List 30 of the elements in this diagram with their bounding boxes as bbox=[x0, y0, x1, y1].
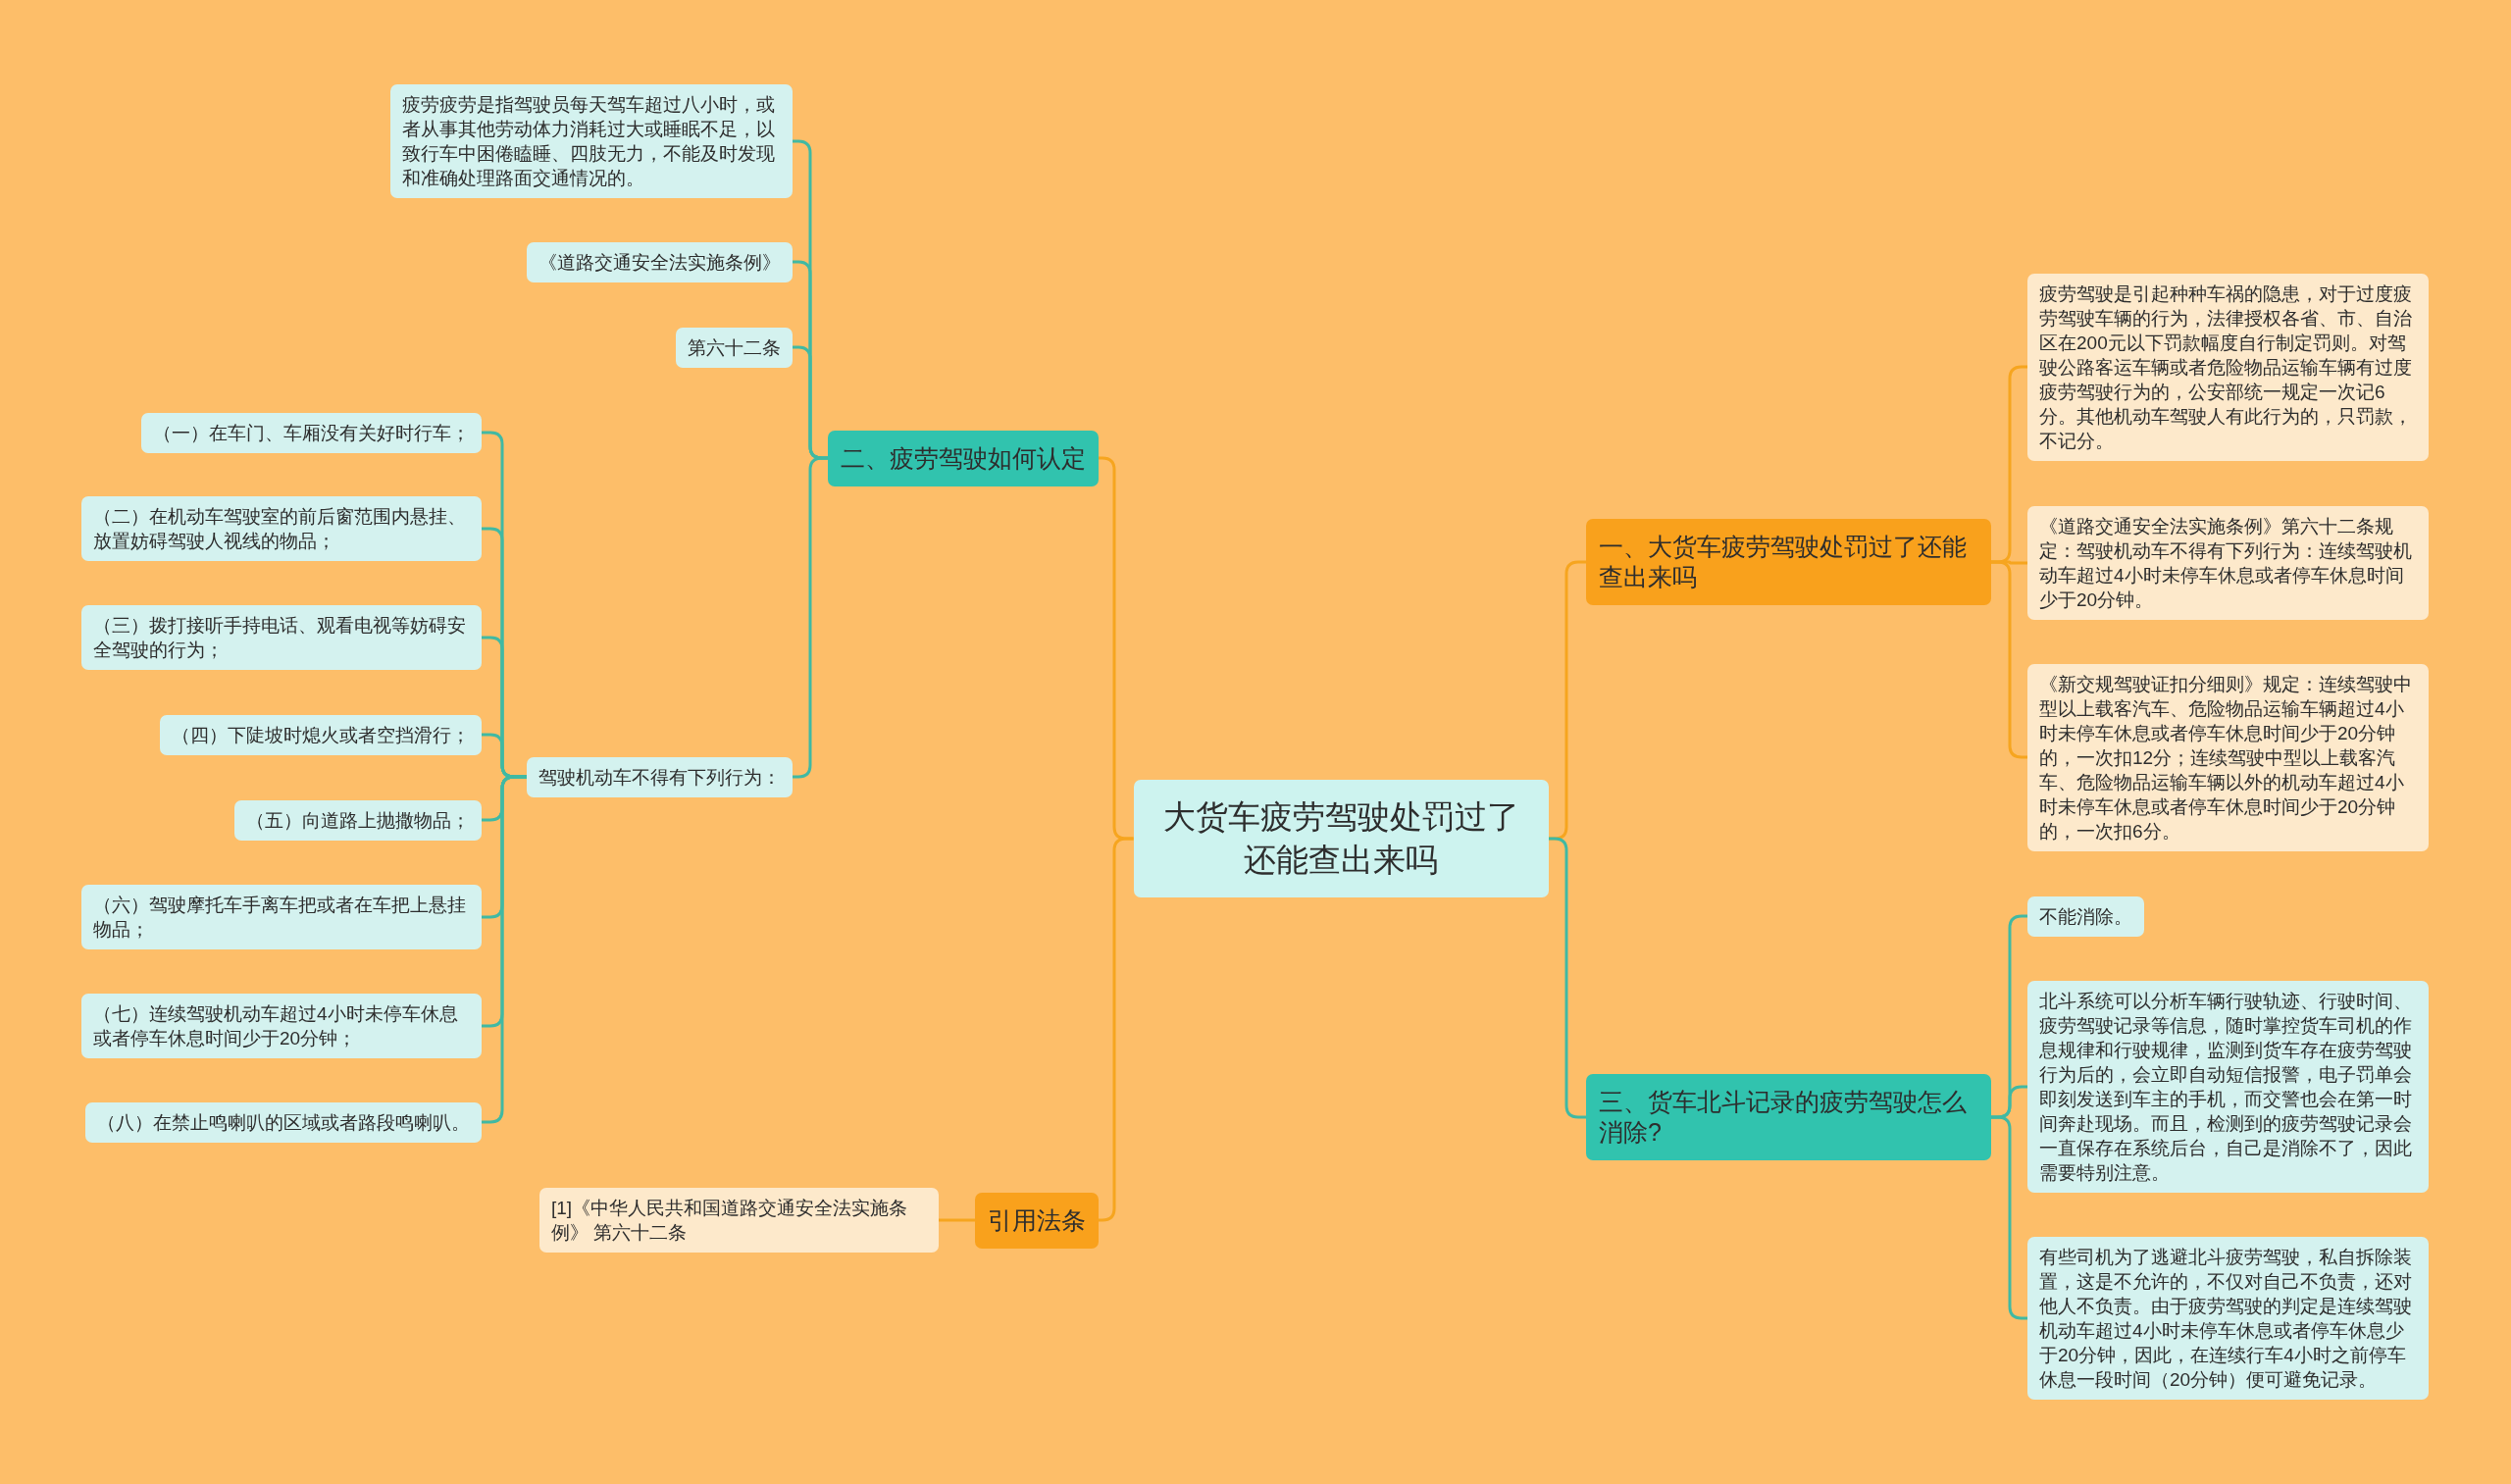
text-card: （六）驾驶摩托车手离车把或者在车把上悬挂物品； bbox=[81, 885, 482, 949]
branch-topic-box: 三、货车北斗记录的疲劳驾驶怎么消除? bbox=[1586, 1074, 1991, 1160]
text-card: 疲劳驾驶是引起种种车祸的隐患，对于过度疲劳驾驶车辆的行为，法律授权各省、市、自治区在200元以下罚款幅度自行制定罚则。对驾驶公路客运车辆或者危险物品运输车辆有过度疲劳驾驶行为的，公安部统一规定一次记6分。其他机动车驾驶人有此行为的，只罚款，不记分。 bbox=[2027, 273, 2429, 461]
text-card: （八）在禁止鸣喇叭的区域或者路段鸣喇叭。 bbox=[85, 1101, 482, 1143]
connector-line bbox=[793, 456, 828, 779]
text-card: 疲劳疲劳是指驾驶员每天驾车超过八小时，或者从事其他劳动体力消耗过大或睡眠不足，以致行车中困倦瞌睡、四肢无力，不能及时发现和准确处理路面交通情况的。 bbox=[390, 84, 793, 198]
text-card: 《道路交通安全法实施条例》 bbox=[527, 241, 793, 282]
connector-line bbox=[1991, 560, 2027, 759]
connector-line bbox=[939, 1218, 975, 1222]
text-card: 北斗系统可以分析车辆行驶轨迹、行驶时间、疲劳驾驶记录等信息，随时掌控货车司机的作息规律和行驶规律，监测到货车存在疲劳驾驶行为后的，会立即自动短信报警，电子罚单会即刻发送到车主的手机，而交警也会在第一时间奔赴现场。而且，检测到的疲劳驾驶记录会一直保存在系统后台，自己是消除不了，因此需要特别注意。 bbox=[2027, 981, 2429, 1193]
text-card: 有些司机为了逃避北斗疲劳驾驶，私自拆除装置，这是不允许的，不仅对自己不负责，还对他人不负责。由于疲劳驾驶的判定是连续驾驶机动车超过4小时未停车休息或者停车休息少于20分钟，因此，在连续行车4小时之前停车休息一段时间（20分钟）便可避免记录。 bbox=[2027, 1237, 2429, 1400]
branch-topic-box: 二、疲劳驾驶如何认定 bbox=[828, 430, 1099, 486]
text-card: （四）下陡坡时熄火或者空挡滑行； bbox=[160, 714, 482, 755]
text-card: 不能消除。 bbox=[2027, 896, 2144, 937]
text-card: （五）向道路上抛撒物品； bbox=[234, 799, 482, 841]
text-card: [1]《中华人民共和国道路交通安全法实施条例》 第六十二条 bbox=[539, 1188, 939, 1253]
text-card: 驾驶机动车不得有下列行为： bbox=[527, 756, 793, 797]
connector-line bbox=[1099, 837, 1134, 1222]
text-card: （二）在机动车驾驶室的前后窗范围内悬挂、放置妨碍驾驶人视线的物品； bbox=[81, 496, 482, 561]
connector-line bbox=[1548, 837, 1586, 1119]
connector-line bbox=[482, 775, 527, 1124]
text-card: （三）拨打接听手持电话、观看电视等妨碍安全驾驶的行为； bbox=[81, 605, 482, 670]
text-card: （一）在车门、车厢没有关好时行车； bbox=[141, 412, 482, 453]
text-card: 《道路交通安全法实施条例》第六十二条规定：驾驶机动车不得有下列行为：连续驾驶机动车超过4小时未停车休息或者停车休息时间少于20分钟。 bbox=[2027, 506, 2429, 620]
branch-topic-box: 一、大货车疲劳驾驶处罚过了还能查出来吗 bbox=[1586, 519, 1991, 605]
text-card: 第六十二条 bbox=[676, 327, 793, 368]
text-card: （七）连续驾驶机动车超过4小时未停车休息或者停车休息时间少于20分钟； bbox=[81, 994, 482, 1058]
central-topic-box: 大货车疲劳驾驶处罚过了还能查出来吗 bbox=[1133, 780, 1549, 897]
branch-topic-box: 引用法条 bbox=[975, 1192, 1099, 1249]
text-card: 《新交规驾驶证扣分细则》规定：连续驾驶中型以上载客汽车、危险物品运输车辆超过4小时未停车休息或者停车休息时间少于20分钟的，一次扣12分；连续驾驶中型以上载客汽车、危险物品运输车辆以外的机动车超过4小时未停车休息或者停车休息时间少于20分钟的，一次扣6分。 bbox=[2027, 663, 2429, 851]
